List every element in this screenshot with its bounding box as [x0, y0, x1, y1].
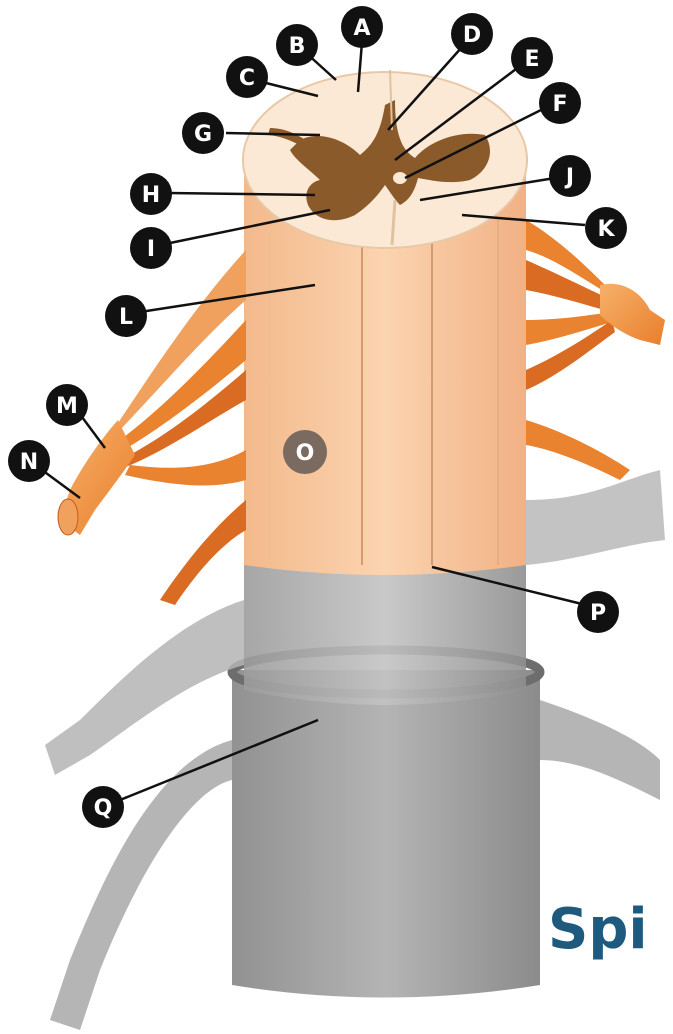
svg-text:M: M	[56, 394, 78, 419]
label-L: L	[105, 295, 147, 337]
svg-text:Q: Q	[94, 796, 113, 821]
svg-text:B: B	[289, 34, 306, 59]
label-Q: Q	[82, 786, 124, 828]
label-K: K	[585, 207, 627, 249]
label-O: O	[283, 430, 327, 474]
svg-text:E: E	[524, 47, 539, 72]
cross-section	[243, 70, 527, 248]
title-fragment: Spi	[548, 890, 673, 970]
label-J: J	[549, 155, 591, 197]
svg-text:I: I	[147, 237, 155, 262]
svg-text:L: L	[119, 305, 133, 330]
label-D: D	[451, 13, 493, 55]
label-C: C	[226, 56, 268, 98]
svg-text:O: O	[296, 441, 315, 466]
svg-text:F: F	[552, 92, 567, 117]
svg-text:K: K	[597, 217, 615, 242]
label-E: E	[511, 37, 553, 79]
label-P: P	[577, 591, 619, 633]
label-N: N	[8, 440, 50, 482]
svg-text:P: P	[590, 601, 606, 626]
svg-text:G: G	[194, 122, 212, 147]
label-M: M	[46, 384, 88, 426]
left-spinal-nerve	[58, 250, 246, 605]
svg-text:H: H	[142, 183, 160, 208]
svg-text:C: C	[239, 66, 255, 91]
right-spinal-nerve	[526, 220, 665, 480]
label-G: G	[182, 112, 224, 154]
svg-text:J: J	[564, 165, 574, 190]
label-A: A	[341, 6, 383, 48]
label-B: B	[276, 24, 318, 66]
label-H: H	[130, 173, 172, 215]
label-I: I	[130, 227, 172, 269]
label-F: F	[539, 82, 581, 124]
svg-text:A: A	[353, 16, 370, 41]
svg-text:N: N	[20, 450, 38, 475]
svg-text:D: D	[463, 23, 481, 48]
